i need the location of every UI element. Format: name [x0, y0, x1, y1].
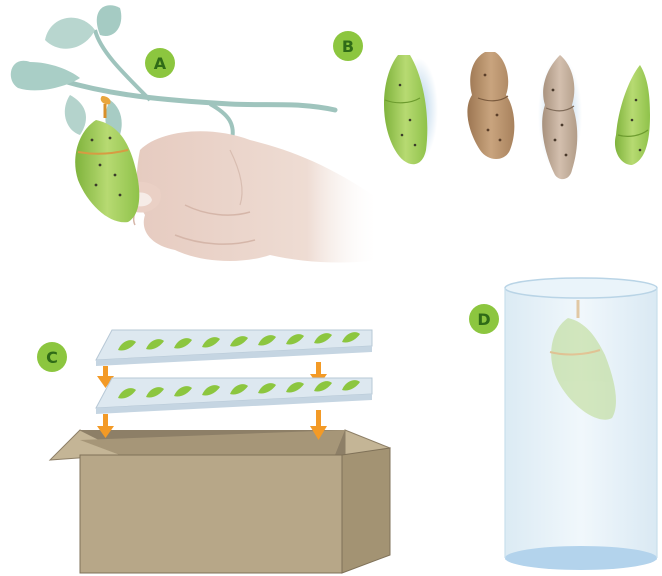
chrysalis-brown-1 [467, 52, 514, 159]
chrysalis-green-1 [384, 55, 438, 164]
leaf-top-left [45, 18, 95, 49]
badge-d: D [469, 304, 499, 334]
badge-b-label: B [342, 37, 354, 56]
leaf-left [11, 61, 80, 91]
badge-b: B [333, 31, 363, 61]
clear-jar [505, 278, 657, 570]
badge-d-label: D [477, 310, 490, 329]
leaf-top [97, 5, 122, 36]
badge-a-label: A [154, 54, 167, 73]
chrysalis-green-2 [615, 65, 650, 165]
tray-bottom [96, 378, 372, 414]
panel-b: B [333, 31, 650, 179]
panel-d: D [469, 278, 657, 570]
leaf-hanging [65, 95, 86, 135]
badge-a: A [145, 48, 175, 78]
chrysalis-brown-2 [538, 55, 582, 179]
tray-top [96, 330, 372, 366]
cardboard-box [50, 430, 390, 573]
panel-a: A [11, 5, 380, 262]
badge-c: C [37, 342, 67, 372]
hand [119, 131, 380, 262]
panel-c: C [37, 330, 390, 573]
badge-c-label: C [46, 348, 58, 367]
plant-stem [11, 5, 335, 140]
